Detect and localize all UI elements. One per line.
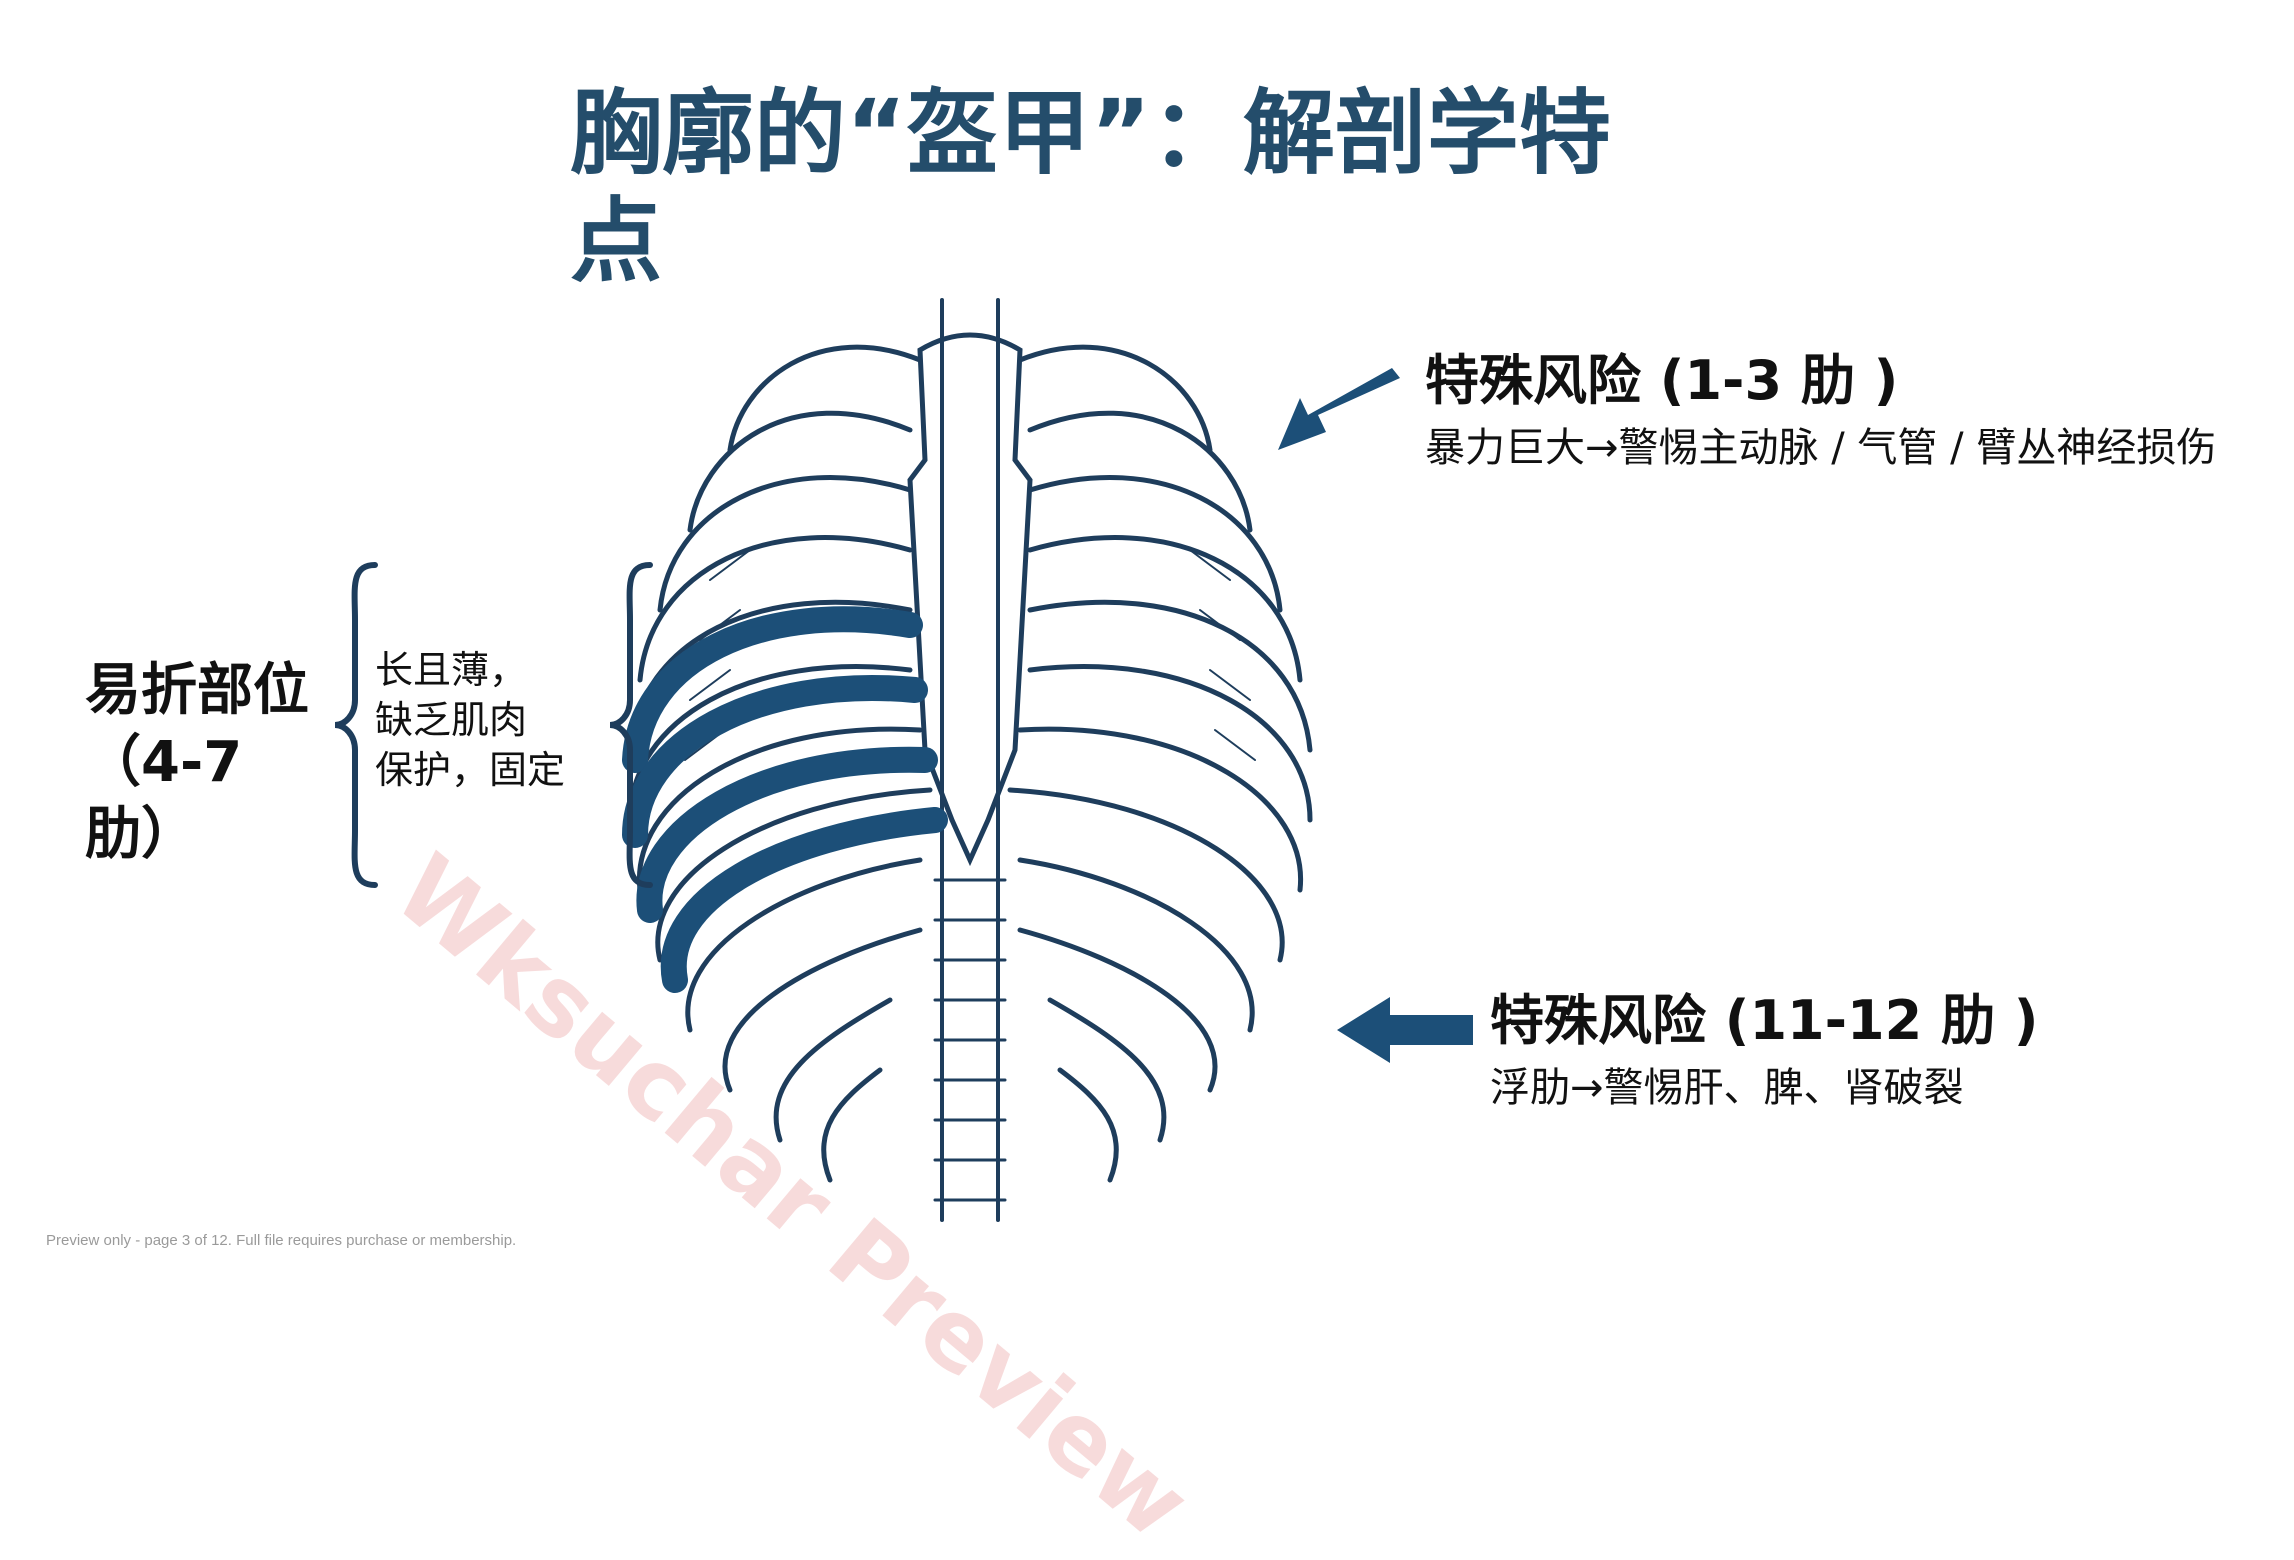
risk-description: 暴力巨大→警惕主动脉 / 气管 / 臂丛神经损伤 (1425, 425, 2217, 471)
risk-ribs-11-12: 特殊风险 (11-12 肋 ) 浮肋→警惕肝、脾、肾破裂 (1490, 990, 2050, 1112)
fracture-prone-label: 易折部位（4-7 肋） (85, 658, 309, 867)
description-line: 保护，固定 (375, 748, 566, 792)
fracture-prone-description: 长且薄， 缺乏肌肉 保护，固定 (375, 645, 605, 795)
description-line: 缺乏肌肉 (375, 698, 528, 742)
left-arrow-icon (1337, 997, 1473, 1063)
down-left-arrow-icon (1278, 368, 1400, 450)
risk-heading: 特殊风险 (1-3 肋 ) (1425, 349, 1899, 412)
right-brace-icon (334, 562, 378, 888)
right-brace-icon (609, 562, 653, 888)
slide-title: 胸廓的“盔甲”：解剖学特点 (570, 80, 1611, 295)
risk-heading: 特殊风险 (11-12 肋 ) (1490, 989, 2039, 1052)
preview-footer: Preview only - page 3 of 12. Full file r… (46, 1232, 517, 1249)
highlighted-ribs-4-7 (622, 606, 948, 993)
risk-ribs-1-3: 特殊风险 (1-3 肋 ) 暴力巨大→警惕主动脉 / 气管 / 臂丛神经损伤 (1425, 350, 2245, 472)
ribcage-illustration (622, 298, 1313, 1222)
description-line: 长且薄， (375, 648, 528, 692)
risk-description: 浮肋→警惕肝、脾、肾破裂 (1490, 1065, 1964, 1111)
